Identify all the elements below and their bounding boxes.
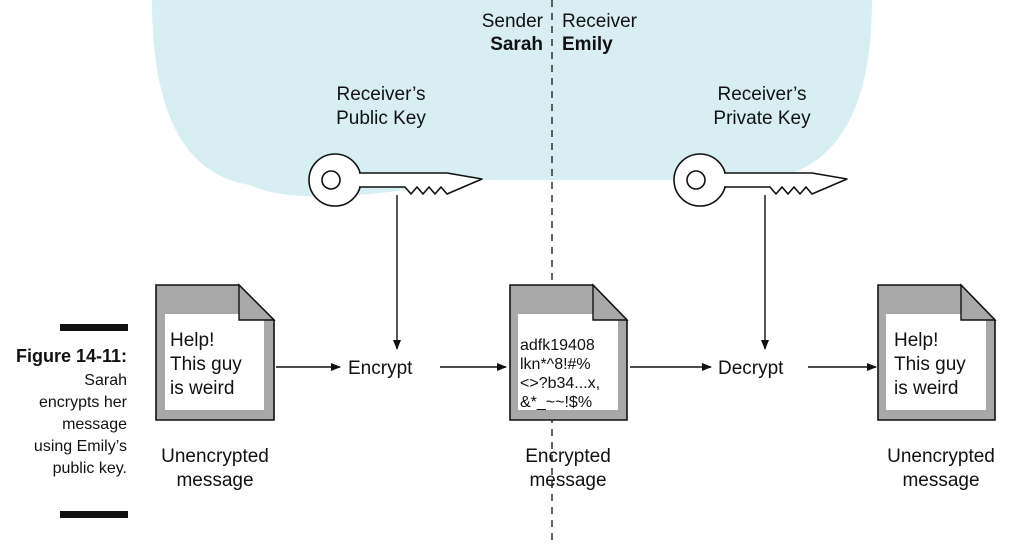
public-key-label-line1: Receiver’s — [336, 84, 425, 105]
left-doc-line3: is weird — [170, 378, 234, 399]
private-key-label-line2: Private Key — [713, 108, 811, 129]
cipher-line1: adfk19408 — [520, 337, 595, 354]
left-caption-line1: Unencrypted — [161, 446, 269, 467]
right-doc-line2: This guy — [894, 354, 966, 375]
figure-caption-line1: Sarah — [84, 372, 127, 389]
encrypted-document — [509, 283, 629, 421]
right-caption-line1: Unencrypted — [887, 446, 995, 467]
shared-zone-cloud — [152, 0, 872, 197]
cipher-line4: &*_~~!$% — [520, 394, 592, 411]
right-doc-line1: Help! — [894, 330, 938, 351]
private-key-icon — [673, 153, 848, 207]
decrypt-step: Decrypt — [718, 358, 784, 379]
sender-name: Sarah — [490, 34, 543, 55]
right-caption-line2: message — [902, 470, 979, 491]
right-doc-line3: is weird — [894, 378, 958, 399]
public-key-label-line2: Public Key — [336, 108, 426, 129]
figure-caption-line5: public key. — [53, 460, 127, 477]
middle-caption-line2: message — [529, 470, 606, 491]
figure-caption-line2: encrypts her — [39, 394, 128, 411]
cipher-line2: lkn*^8!#% — [520, 356, 591, 373]
private-key-label-line1: Receiver’s — [717, 84, 806, 105]
sender-label: Sender — [482, 11, 544, 32]
unencrypted-document-right — [877, 283, 997, 421]
figure-caption-line3: message — [62, 416, 127, 433]
public-key-icon — [308, 153, 483, 207]
unencrypted-document-left — [155, 283, 276, 421]
left-caption-line2: message — [176, 470, 253, 491]
middle-caption-line1: Encrypted — [525, 446, 611, 467]
left-doc-line2: This guy — [170, 354, 242, 375]
figure-number: Figure 14-11: — [16, 346, 127, 366]
figure-caption-line4: using Emily’s — [34, 438, 127, 455]
receiver-name: Emily — [562, 34, 613, 55]
figure-rule-top — [60, 324, 128, 331]
encrypt-step: Encrypt — [348, 358, 413, 379]
cipher-line3: <>?b34...x, — [520, 375, 600, 392]
receiver-label: Receiver — [562, 11, 638, 32]
figure-rule-bottom — [60, 511, 128, 518]
left-doc-line1: Help! — [170, 330, 214, 351]
